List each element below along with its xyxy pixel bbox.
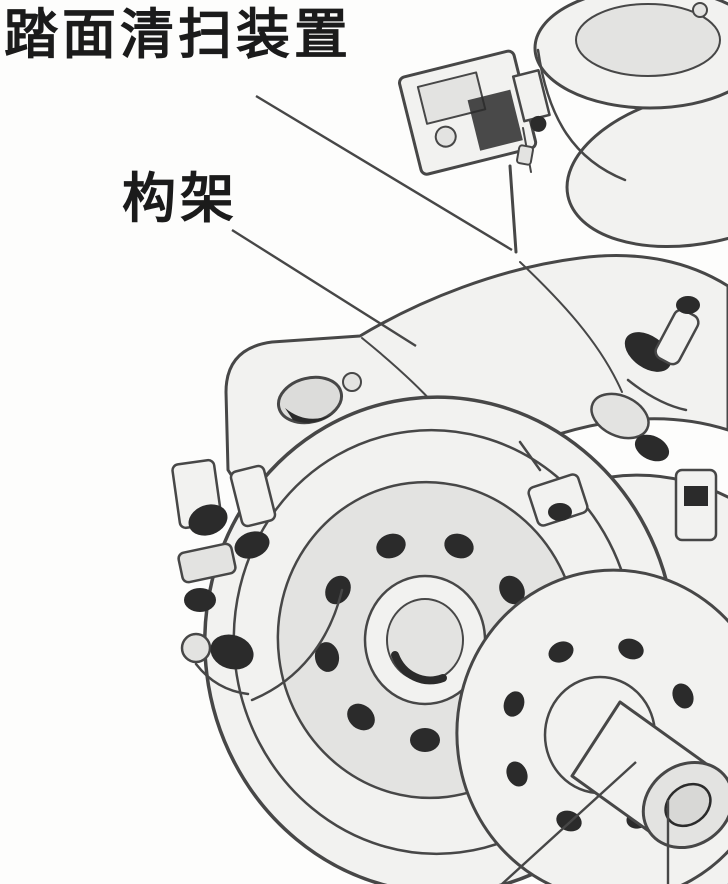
suspension-left	[171, 458, 344, 702]
label-frame: 构架	[122, 167, 238, 230]
air-spring-discs	[533, 0, 728, 249]
frame-hole-shadow	[285, 408, 333, 423]
label-tread-cleaning-device: 踏面清扫装置	[4, 3, 352, 66]
tread-cleaning-device	[398, 49, 551, 176]
leader-lines	[231, 94, 670, 884]
frame-small-hole	[342, 372, 362, 392]
leader-line-axle-bottom-left	[501, 761, 637, 884]
leader-line-frame	[231, 228, 417, 348]
leader-line-tread-cleaner	[255, 94, 513, 252]
wheel-rear-face	[455, 568, 728, 884]
brake-caliper	[518, 440, 589, 527]
suspension-right	[590, 296, 718, 542]
tread-cleaner-rod	[508, 127, 534, 254]
